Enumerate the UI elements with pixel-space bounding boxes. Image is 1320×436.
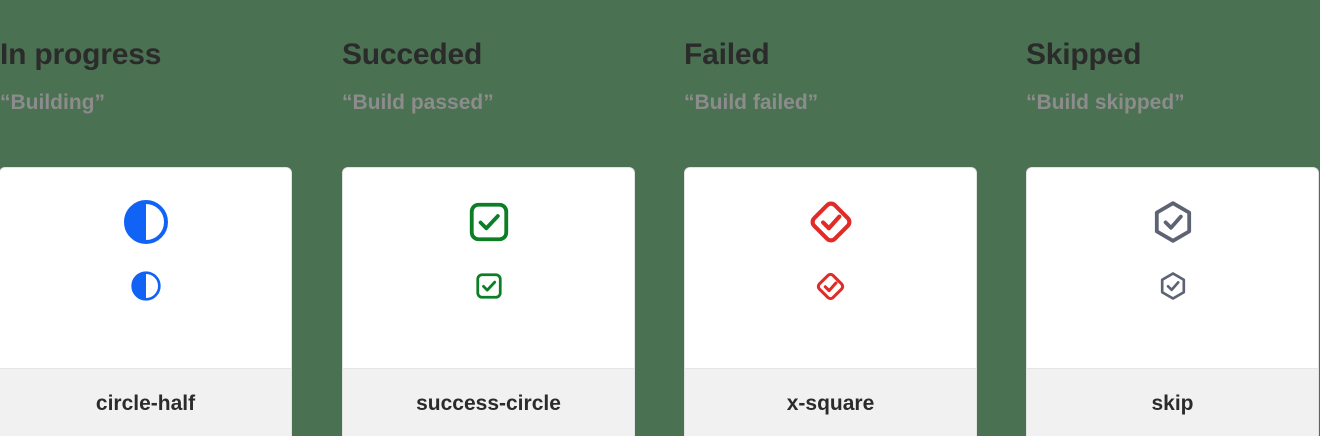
column-subtitle: “Building” <box>0 91 105 114</box>
success-circle-icon <box>466 199 512 245</box>
icon-card-body <box>1027 168 1318 368</box>
icon-preview-small <box>814 270 847 302</box>
column-subtitle: “Build failed” <box>684 91 819 114</box>
column-subtitle: “Build passed” <box>342 91 494 114</box>
icon-name-label: skip <box>1151 391 1194 415</box>
icon-card-x-square[interactable]: x-square <box>684 167 977 436</box>
column-subtitle: “Build skipped” <box>1026 91 1185 114</box>
skip-icon <box>1149 198 1197 246</box>
icon-card-footer: x-square <box>685 368 976 436</box>
icon-card-footer: skip <box>1027 368 1318 436</box>
icon-card-body <box>685 168 976 368</box>
icon-preview-small <box>130 270 162 302</box>
icon-name-label: x-square <box>786 391 875 415</box>
column-title: Failed <box>684 38 770 71</box>
icon-preview-large <box>466 198 512 246</box>
icon-card-footer: circle-half <box>0 368 291 436</box>
icon-card-skip[interactable]: skip <box>1026 167 1319 436</box>
column-headers: In progress “Building” Succeded “Build p… <box>0 0 1320 160</box>
icon-preview-large <box>1149 198 1197 246</box>
icon-preview-small <box>474 270 504 302</box>
icon-card-footer: success-circle <box>343 368 634 436</box>
icon-card-circle-half[interactable]: circle-half <box>0 167 292 436</box>
circle-half-icon <box>122 198 170 246</box>
skip-icon <box>1157 270 1189 302</box>
icon-preview-large <box>122 198 170 246</box>
x-square-icon <box>806 197 856 247</box>
icon-name-label: circle-half <box>95 391 196 415</box>
column-title: Skipped <box>1026 38 1142 71</box>
icon-preview-small <box>1157 270 1189 302</box>
circle-half-icon <box>130 270 162 302</box>
icon-card-body <box>0 168 291 368</box>
icon-name-label: success-circle <box>416 391 561 415</box>
icon-preview-large <box>806 198 856 246</box>
column-title: Succeded <box>342 38 483 71</box>
icon-card-success-circle[interactable]: success-circle <box>342 167 635 436</box>
x-square-icon <box>814 270 847 303</box>
icon-card-body <box>343 168 634 368</box>
column-title: In progress <box>0 38 162 71</box>
success-circle-icon <box>474 271 504 301</box>
